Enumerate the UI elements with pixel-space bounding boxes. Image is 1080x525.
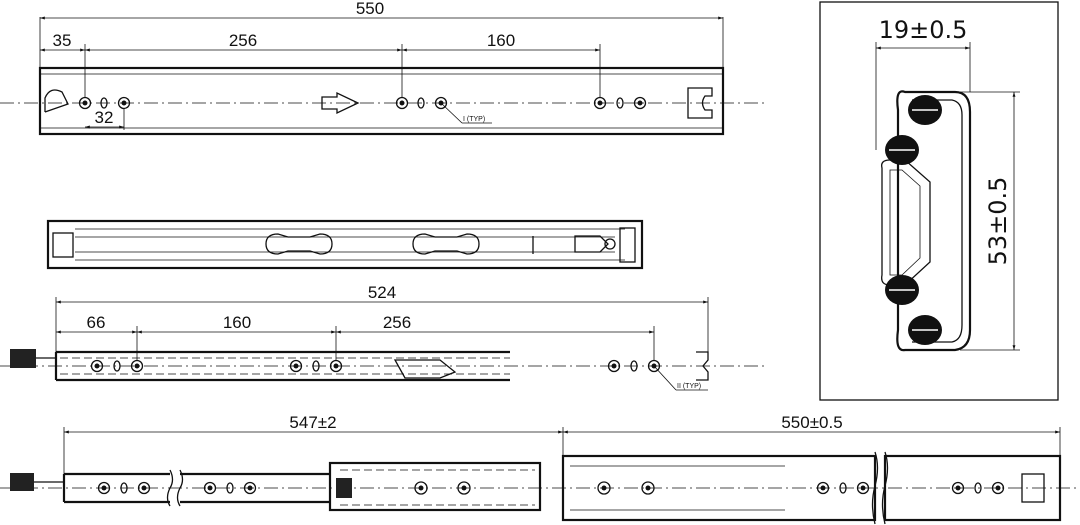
rail-outline <box>38 66 725 136</box>
dim-35: 35 <box>53 31 72 50</box>
dim-66: 66 <box>87 313 106 332</box>
ball-bearings <box>885 95 942 345</box>
dim-547: 547±2 <box>289 413 336 432</box>
ext-holes-left <box>97 481 257 495</box>
disconnect-lever <box>10 349 36 368</box>
dim-53: 53±0.5 <box>984 177 1012 266</box>
rear-bracket-extended <box>1021 473 1045 503</box>
latch <box>574 235 609 253</box>
slot-2 <box>412 233 480 255</box>
inner-segment <box>62 472 170 504</box>
direction-arrow <box>321 91 360 115</box>
dim-550-ext: 550±0.5 <box>781 413 842 432</box>
section-frame <box>819 1 1059 401</box>
inner-segment-2 <box>180 472 330 504</box>
front-stop <box>44 89 69 113</box>
dim-160: 160 <box>487 31 515 50</box>
dim-524: 524 <box>368 283 396 302</box>
rear-bracket <box>687 87 713 119</box>
dim-550: 550 <box>356 0 384 18</box>
dim-32: 32 <box>95 108 114 127</box>
hole-group-1 <box>78 96 131 110</box>
middle-member <box>328 461 542 512</box>
lever-extended <box>10 473 34 491</box>
inner-holes-1 <box>90 359 144 373</box>
note-typ-2: II (TYP) <box>677 383 701 390</box>
section-view: 19±0.5 53±0.5 <box>819 1 1059 401</box>
dim-19: 19±0.5 <box>879 16 968 44</box>
hole-group-2 <box>395 96 448 110</box>
outer-profile <box>896 90 972 352</box>
inner-rail-outline <box>54 350 510 382</box>
inner-latch <box>393 359 457 379</box>
side-outline <box>46 219 644 270</box>
view-outer-member: I (TYP) 550 35 256 160 32 <box>0 0 765 136</box>
front-block <box>52 232 74 258</box>
dim-160b: 160 <box>223 313 251 332</box>
rear-tab <box>619 227 636 263</box>
inner-holes-2 <box>289 359 343 373</box>
dim-256b: 256 <box>383 313 411 332</box>
ext-holes-right <box>816 481 1005 495</box>
view-side <box>46 219 644 270</box>
view-extended-assembly: 547±2 550±0.5 <box>0 413 1080 525</box>
view-inner-member: II (TYP) 524 66 160 256 <box>0 283 765 391</box>
inner-profile <box>881 159 931 286</box>
note-typ-1: I (TYP) <box>463 116 485 123</box>
slot-1 <box>265 233 333 255</box>
dim-256: 256 <box>229 31 257 50</box>
